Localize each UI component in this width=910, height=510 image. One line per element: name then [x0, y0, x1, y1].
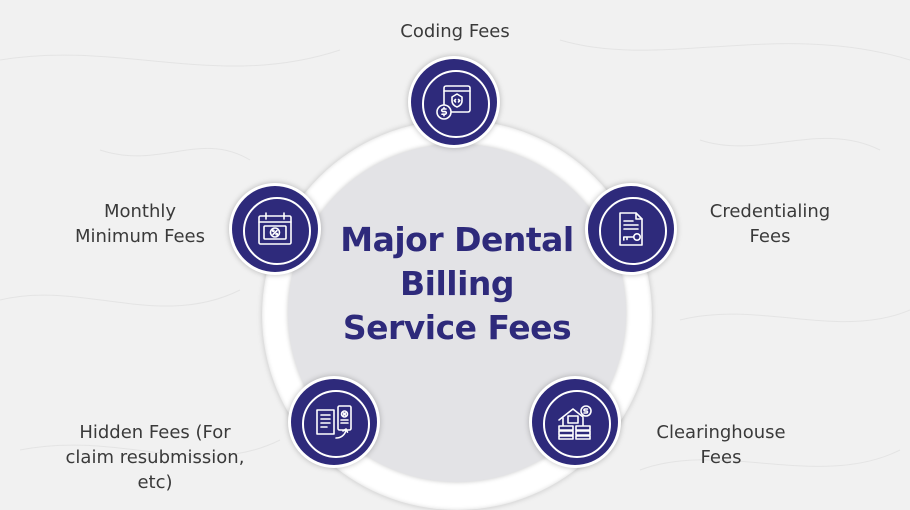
label-credentialing-fees: Credentialing Fees [685, 199, 855, 249]
title-line-2: Billing [399, 264, 515, 303]
label-hidden-fees-line-1: Hidden Fees (For [79, 422, 231, 443]
label-clearinghouse-fees: Clearinghouse Fees [630, 420, 812, 470]
label-clearinghouse-fees-line-1: Clearinghouse [656, 422, 786, 443]
label-hidden-fees-line-3: etc) [137, 472, 173, 493]
code-dollar-icon [436, 85, 471, 120]
node-coding-fees [408, 56, 500, 148]
certificate-key-icon [619, 212, 643, 246]
clearinghouse-money-icon [558, 405, 592, 440]
node-hidden-fees [288, 376, 380, 468]
calendar-percent-icon [258, 212, 292, 245]
node-monthly-minimum-fees [229, 183, 321, 275]
node-credentialing-fees [585, 183, 677, 275]
label-monthly-minimum-fees-line-1: Monthly [103, 201, 177, 222]
label-credentialing-fees-line-1: Credentialing [709, 201, 831, 222]
label-credentialing-fees-line-2: Fees [749, 226, 791, 247]
hidden-invoice-icon [316, 405, 352, 439]
label-coding-fees-line-1: Coding Fees [400, 21, 510, 42]
label-clearinghouse-fees-line-2: Fees [700, 447, 742, 468]
label-coding-fees: Coding Fees [355, 19, 555, 44]
title-line-3: Service Fees [342, 308, 572, 347]
diagram-title: Major Dental Billing Service Fees [300, 218, 614, 350]
node-clearinghouse-fees [529, 376, 621, 468]
label-monthly-minimum-fees: Monthly Minimum Fees [55, 199, 225, 249]
label-monthly-minimum-fees-line-2: Minimum Fees [74, 226, 206, 247]
label-hidden-fees: Hidden Fees (For claim resubmission, etc… [50, 420, 260, 495]
label-hidden-fees-line-2: claim resubmission, [65, 447, 245, 468]
title-line-1: Major Dental [340, 220, 574, 259]
